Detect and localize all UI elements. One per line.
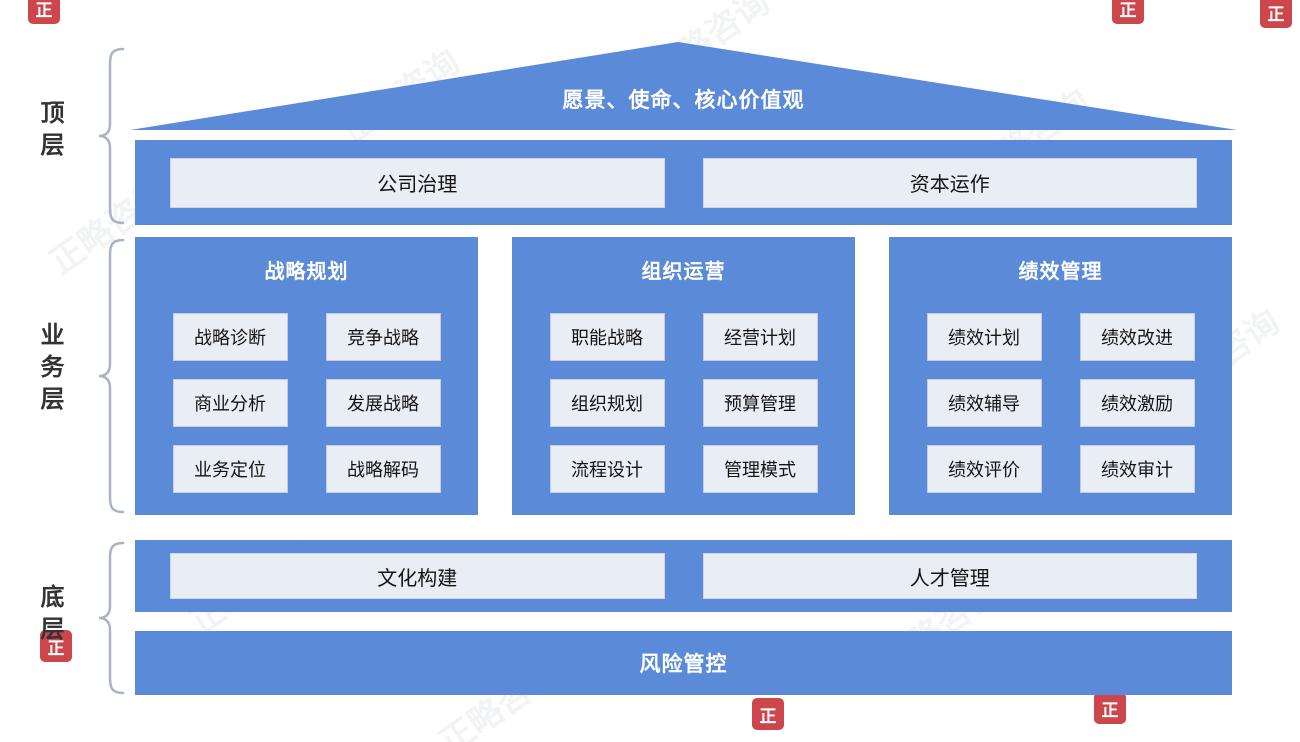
module-box-culture-building: 文化构建: [170, 553, 665, 599]
sub-item-box: 发展战略: [325, 379, 441, 427]
sub-item-box: 商业分析: [172, 379, 288, 427]
column-grid: 战略诊断 竞争战略 商业分析 发展战略 业务定位 战略解码: [135, 313, 478, 493]
layer-label-bottom: 底层: [36, 584, 63, 648]
watermark-logo-icon: 正: [752, 698, 784, 730]
brace-business-layer: [98, 238, 125, 514]
watermark-logo-icon: 正: [1094, 692, 1126, 724]
column-title: 组织运营: [641, 261, 726, 283]
brace-bottom-layer: [98, 541, 125, 695]
sub-item-box: 组织规划: [549, 379, 665, 427]
culture-talent-bar: 文化构建 人才管理: [135, 540, 1232, 612]
sub-item-box: 战略诊断: [172, 313, 288, 361]
sub-item-box: 管理模式: [702, 445, 818, 493]
sub-item-box: 绩效辅导: [926, 379, 1042, 427]
sub-item-box: 流程设计: [549, 445, 665, 493]
sub-item-box: 竞争战略: [325, 313, 441, 361]
sub-item-box: 业务定位: [172, 445, 288, 493]
governance-bar: 公司治理 资本运作: [135, 140, 1232, 225]
sub-item-box: 经营计划: [702, 313, 818, 361]
sub-item-box: 绩效激励: [1079, 379, 1195, 427]
sub-item-box: 绩效审计: [1079, 445, 1195, 493]
column-strategic-planning: 战略规划 战略诊断 竞争战略 商业分析 发展战略 业务定位 战略解码: [135, 237, 478, 515]
column-organization-operation: 组织运营 职能战略 经营计划 组织规划 预算管理 流程设计 管理模式: [512, 237, 855, 515]
layer-label-business: 业务层: [36, 322, 63, 418]
sub-item-box: 绩效评价: [926, 445, 1042, 493]
column-grid: 绩效计划 绩效改进 绩效辅导 绩效激励 绩效评价 绩效审计: [889, 313, 1232, 493]
sub-item-box: 战略解码: [325, 445, 441, 493]
brace-top-layer: [98, 47, 125, 225]
module-box-talent-management: 人才管理: [702, 553, 1197, 599]
watermark-logo-icon: 正: [28, 0, 60, 24]
sub-item-box: 绩效改进: [1079, 313, 1195, 361]
watermark-logo-icon: 正: [1260, 0, 1292, 28]
sub-item-box: 预算管理: [702, 379, 818, 427]
risk-control-bar: 风险管控: [135, 631, 1232, 695]
module-box-capital-operation: 资本运作: [702, 157, 1197, 208]
column-grid: 职能战略 经营计划 组织规划 预算管理 流程设计 管理模式: [512, 313, 855, 493]
column-title: 绩效管理: [1018, 261, 1103, 283]
column-performance-management: 绩效管理 绩效计划 绩效改进 绩效辅导 绩效激励 绩效评价 绩效审计: [889, 237, 1232, 515]
watermark-logo-icon: 正: [1112, 0, 1144, 24]
roof-title: 愿景、使命、核心价值观: [562, 89, 805, 112]
column-title: 战略规划: [264, 261, 349, 283]
module-box-corporate-governance: 公司治理: [170, 157, 665, 208]
roof-shape: [130, 42, 1237, 130]
layer-label-top: 顶层: [36, 100, 63, 164]
sub-item-box: 绩效计划: [926, 313, 1042, 361]
sub-item-box: 职能战略: [549, 313, 665, 361]
